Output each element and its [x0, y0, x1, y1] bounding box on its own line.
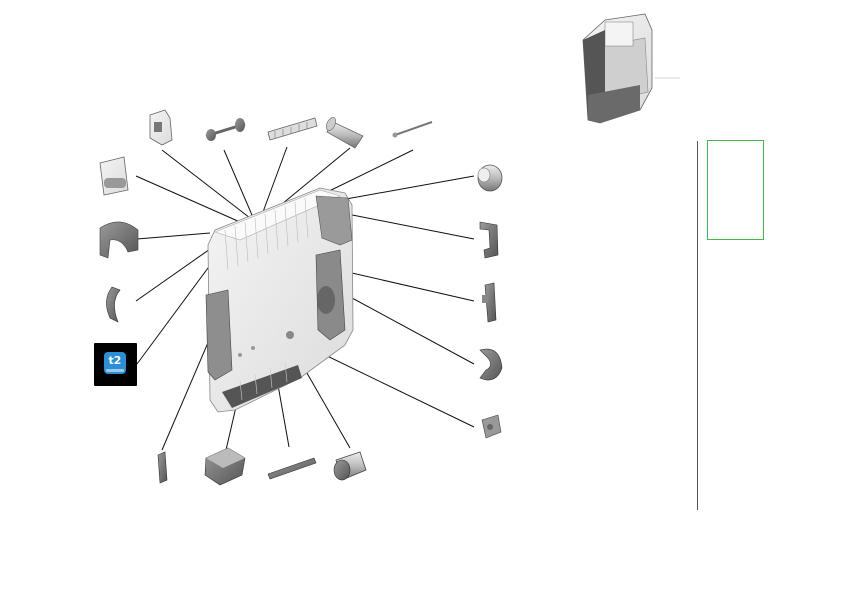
roller-spindle-part[interactable] [205, 118, 246, 141]
hinge-plate-part[interactable] [99, 156, 129, 196]
app-icon-label: t2 [108, 354, 122, 367]
panel-divider [697, 141, 698, 510]
app-icon-badge[interactable]: t2 [94, 343, 137, 386]
bracket-clip-part[interactable] [149, 109, 173, 146]
rubber-roller-part[interactable] [324, 116, 364, 149]
latch-lever-part[interactable] [482, 282, 497, 323]
knob-part[interactable] [477, 164, 503, 192]
main-housing [205, 187, 354, 413]
c-bracket-top-part[interactable] [99, 221, 139, 259]
thin-rod-part[interactable] [392, 121, 433, 138]
long-bar-part[interactable] [267, 457, 317, 480]
curved-spring-part[interactable] [106, 286, 121, 323]
gear-cylinder-part[interactable] [333, 451, 367, 481]
guide-bar-part[interactable] [267, 117, 318, 141]
l-bracket-part[interactable] [479, 221, 499, 259]
app-icon: t2 [104, 352, 126, 374]
small-lever-part[interactable] [157, 451, 168, 484]
thumbnail-frame[interactable] [707, 140, 764, 240]
assembled-view [582, 13, 680, 124]
app-icon-underline [106, 369, 124, 372]
c-bracket-right-part[interactable] [479, 348, 503, 381]
square-block-part[interactable] [204, 447, 246, 486]
small-clip-part[interactable] [481, 414, 502, 439]
